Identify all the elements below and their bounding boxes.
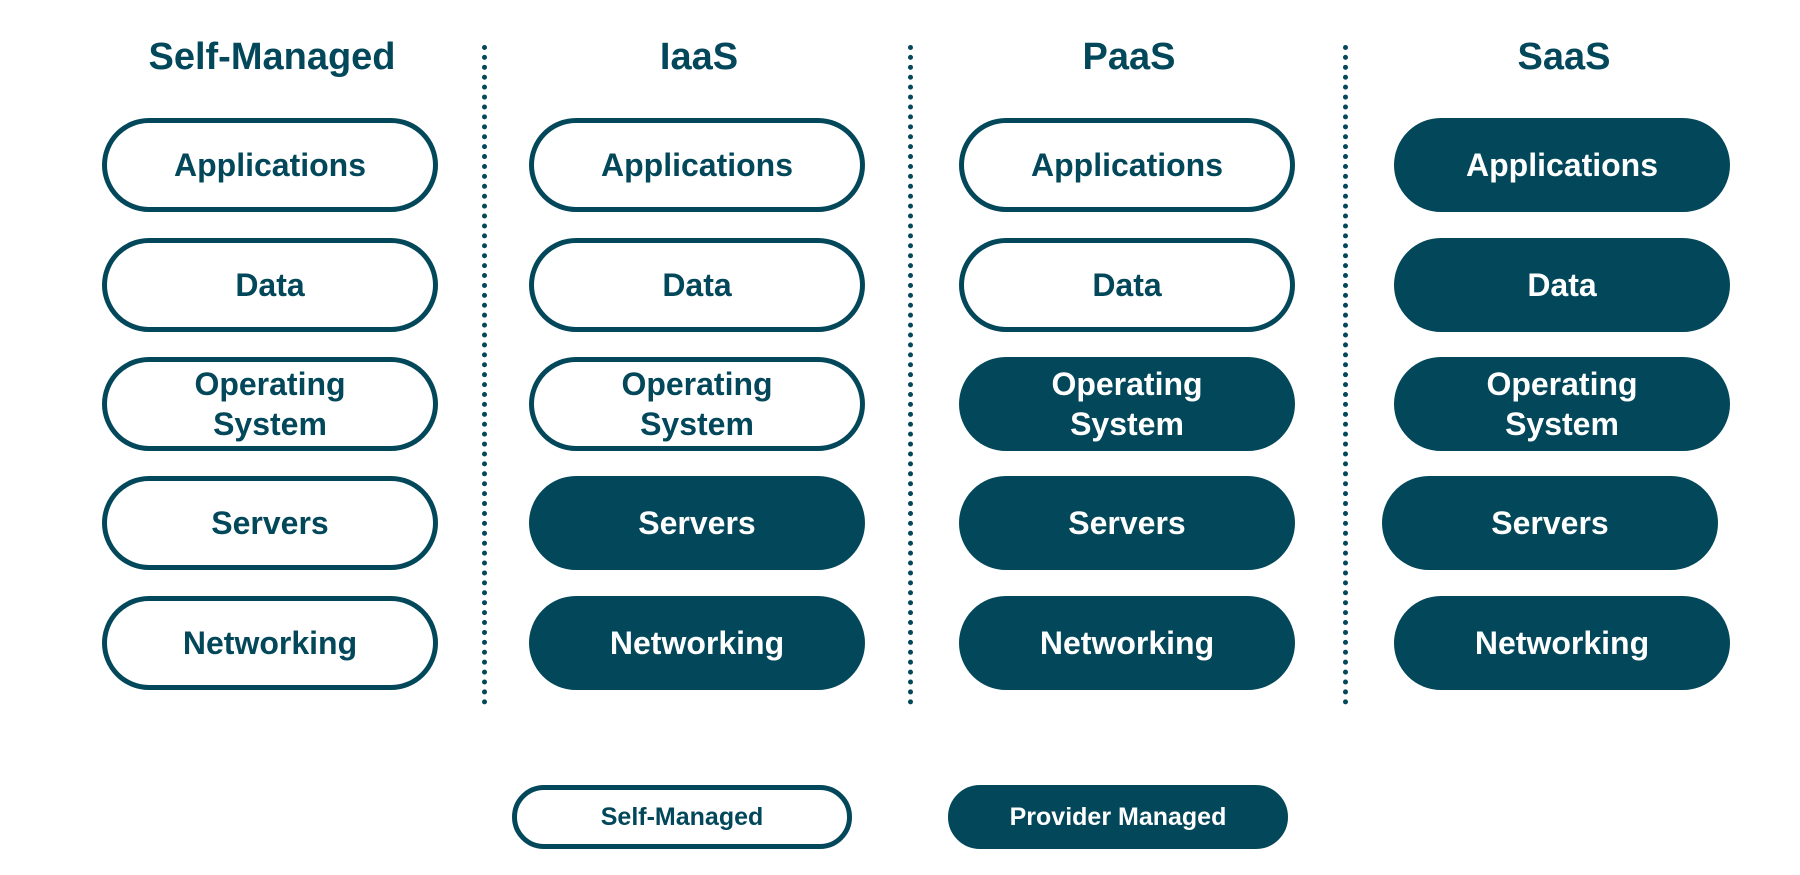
- layer-pill: Servers: [959, 476, 1295, 570]
- layer-pill: Applications: [1394, 118, 1730, 212]
- layer-pill: Servers: [1382, 476, 1718, 570]
- layer-pill: Data: [529, 238, 865, 332]
- column-title: PaaS: [1082, 36, 1176, 78]
- column-title: Self-Managed: [148, 36, 396, 78]
- layer-pill: Networking: [529, 596, 865, 690]
- layer-pill: Data: [959, 238, 1295, 332]
- layer-pill: Servers: [529, 476, 865, 570]
- layer-pill: Applications: [529, 118, 865, 212]
- layer-pill: Applications: [102, 118, 438, 212]
- layer-pill: Operating System: [1394, 357, 1730, 451]
- column-divider: [1343, 45, 1348, 705]
- column-title: IaaS: [659, 36, 739, 78]
- layer-pill: Operating System: [959, 357, 1295, 451]
- layer-pill: Operating System: [529, 357, 865, 451]
- layer-pill: Applications: [959, 118, 1295, 212]
- layer-pill: Data: [1394, 238, 1730, 332]
- column-divider: [908, 45, 913, 705]
- layer-pill: Networking: [1394, 596, 1730, 690]
- layer-pill: Servers: [102, 476, 438, 570]
- layer-pill: Operating System: [102, 357, 438, 451]
- column-divider: [482, 45, 487, 705]
- legend-self-managed: Self-Managed: [512, 785, 852, 849]
- layer-pill: Networking: [102, 596, 438, 690]
- layer-pill: Networking: [959, 596, 1295, 690]
- layer-pill: Data: [102, 238, 438, 332]
- legend-provider-managed: Provider Managed: [948, 785, 1288, 849]
- column-title: SaaS: [1517, 36, 1611, 78]
